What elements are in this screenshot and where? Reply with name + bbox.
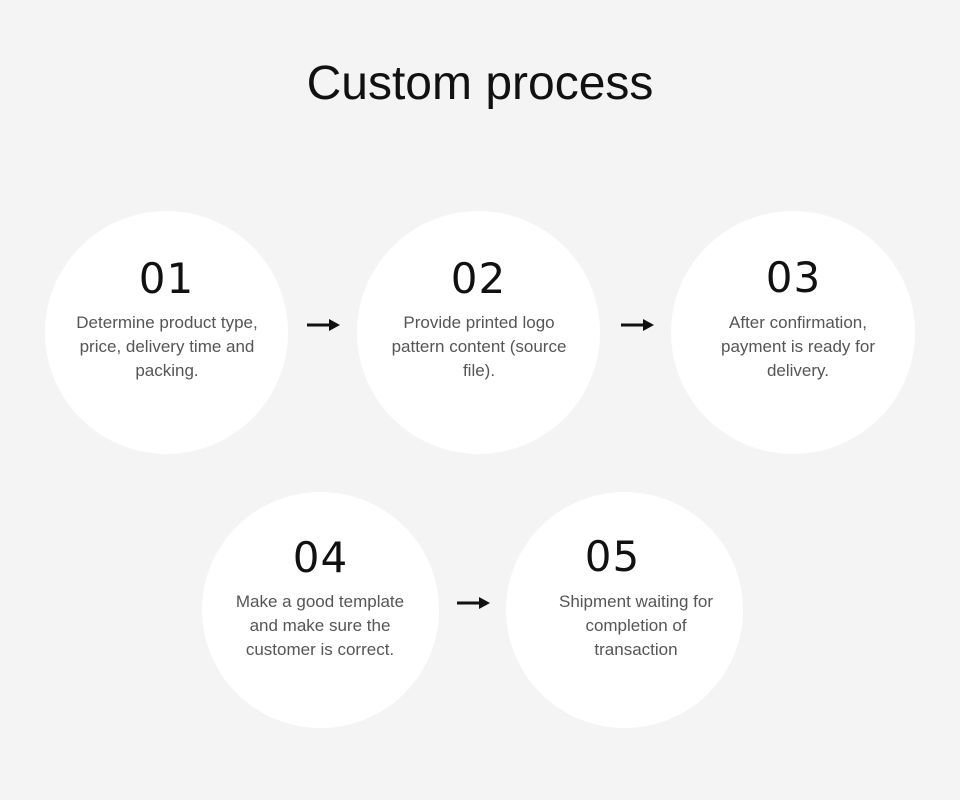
step-number: 05: [584, 532, 641, 581]
page-title: Custom process: [306, 57, 654, 110]
step-description: Provide printed logo pattern content (so…: [391, 313, 567, 380]
step-description: Make a good template and make sure the c…: [235, 592, 405, 659]
right-arrow-icon: [621, 319, 654, 331]
step-04-circle: 04 Make a good template and make sure th…: [202, 492, 439, 728]
step-05-circle: 05 Shipment waiting for completion of tr…: [506, 492, 743, 728]
step-number: 01: [138, 254, 195, 303]
right-arrow-icon: [457, 597, 490, 609]
step-number: 02: [450, 254, 507, 303]
step-number: 03: [765, 253, 822, 302]
step-number: 04: [292, 533, 349, 582]
step-description: After confirmation, payment is ready for…: [720, 313, 875, 380]
step-02-circle: 02 Provide printed logo pattern content …: [357, 211, 600, 454]
step-01-circle: 01 Determine product type, price, delive…: [45, 211, 288, 454]
step-description: Shipment waiting for completion of trans…: [558, 592, 714, 659]
step-description: Determine product type, price, delivery …: [76, 313, 258, 380]
right-arrow-icon: [307, 319, 340, 331]
step-03-circle: 03 After confirmation, payment is ready …: [671, 211, 915, 454]
